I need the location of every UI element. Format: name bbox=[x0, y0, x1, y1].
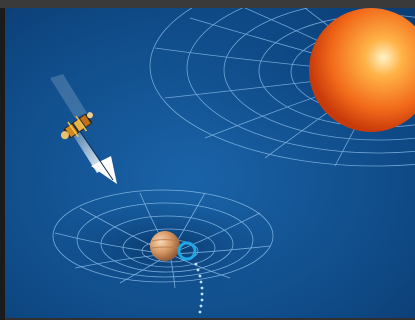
space-illustration bbox=[5, 8, 415, 318]
motion-trail bbox=[50, 74, 87, 118]
sun bbox=[309, 8, 415, 132]
trajectory-arrow bbox=[71, 128, 117, 184]
planet bbox=[150, 231, 180, 261]
spacecraft bbox=[60, 112, 93, 140]
ring-marker bbox=[177, 241, 197, 261]
dotted-trajectory bbox=[194, 262, 204, 314]
top-border bbox=[0, 0, 415, 8]
planet-bands bbox=[150, 238, 180, 249]
left-border bbox=[0, 8, 5, 320]
